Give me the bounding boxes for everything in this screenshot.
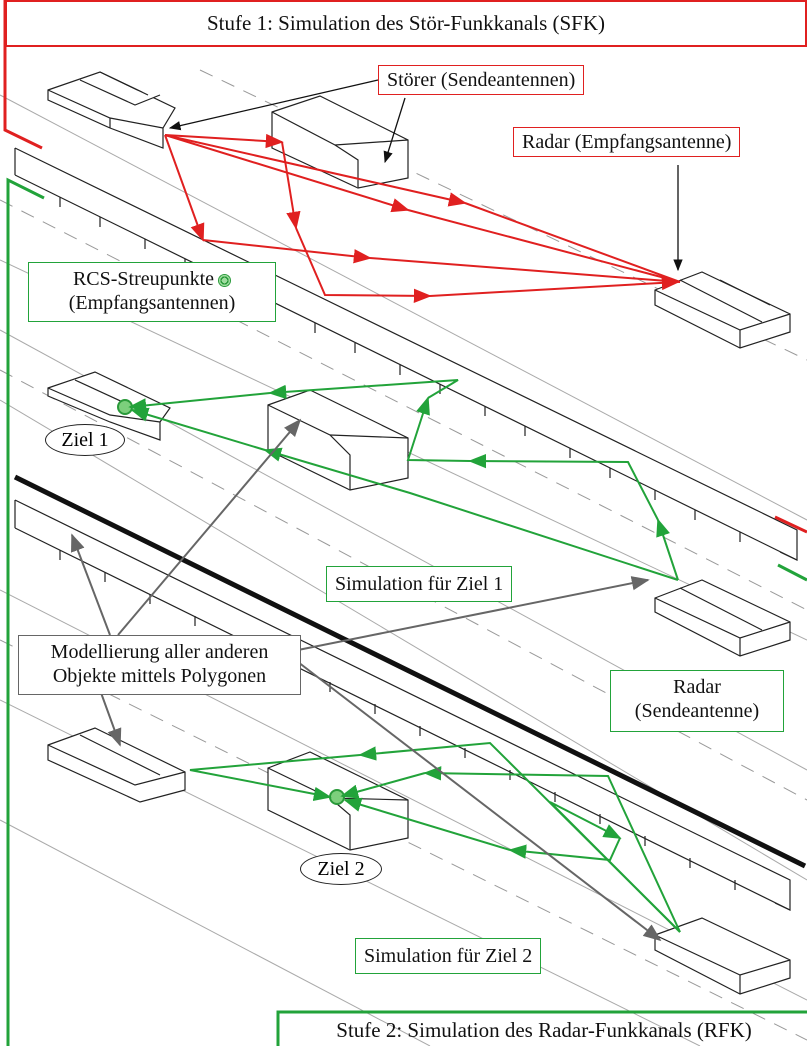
rcs-label-line2: (Empfangsantennen) <box>68 292 236 314</box>
car-lower-left <box>47 727 186 803</box>
modelling-arrows <box>71 418 662 942</box>
ziel1-label: Ziel 1 <box>45 424 125 456</box>
truck-middle <box>267 389 409 491</box>
stage2-title: Stufe 2: Simulation des Radar-Funkkanals… <box>336 1018 752 1042</box>
stage2-paths-target1 <box>128 379 679 581</box>
modelling-line1: Modellierung aller anderen <box>50 641 269 663</box>
stage2-frame <box>6 177 807 1046</box>
stage1-paths <box>164 133 681 304</box>
stoerer-label: Störer (Sendeantennen) <box>378 65 585 95</box>
pointer-arrows <box>168 79 683 272</box>
section-divider <box>13 474 807 869</box>
radar-tx-line2: (Sendeantenne) <box>634 700 760 722</box>
car-radar-top <box>654 271 791 349</box>
ziel2-label: Ziel 2 <box>300 853 382 885</box>
rcs-point-icon <box>218 273 232 287</box>
stage1-title: Stufe 1: Simulation des Stör-Funkkanals … <box>5 0 807 47</box>
car-radar-middle <box>654 579 791 657</box>
radar-rx-label: Radar (Empfangsantenne) <box>513 127 741 157</box>
rcs-point-ziel1 <box>117 399 133 415</box>
modelling-label: Modellierung aller anderen Objekte mitte… <box>18 635 301 695</box>
rcs-label: RCS-Streupunkte (Empfangsantennen) <box>28 262 276 322</box>
car-radar-bottom <box>654 917 791 995</box>
truck-stoerer <box>271 95 409 189</box>
sim2-label: Simulation für Ziel 2 <box>355 938 542 974</box>
car-top-left <box>47 71 176 149</box>
sim1-label: Simulation für Ziel 1 <box>326 566 513 602</box>
stage2-paths-target2 <box>189 741 681 933</box>
radar-tx-line1: Radar <box>673 676 721 698</box>
radar-tx-label: Radar (Sendeantenne) <box>610 670 784 732</box>
rcs-point-ziel2 <box>329 789 345 805</box>
lane-dashes <box>0 69 807 1041</box>
guard-rail-upper <box>14 147 798 561</box>
modelling-line2: Objekte mittels Polygonen <box>52 665 267 687</box>
rcs-label-line1: RCS-Streupunkte <box>72 268 215 290</box>
